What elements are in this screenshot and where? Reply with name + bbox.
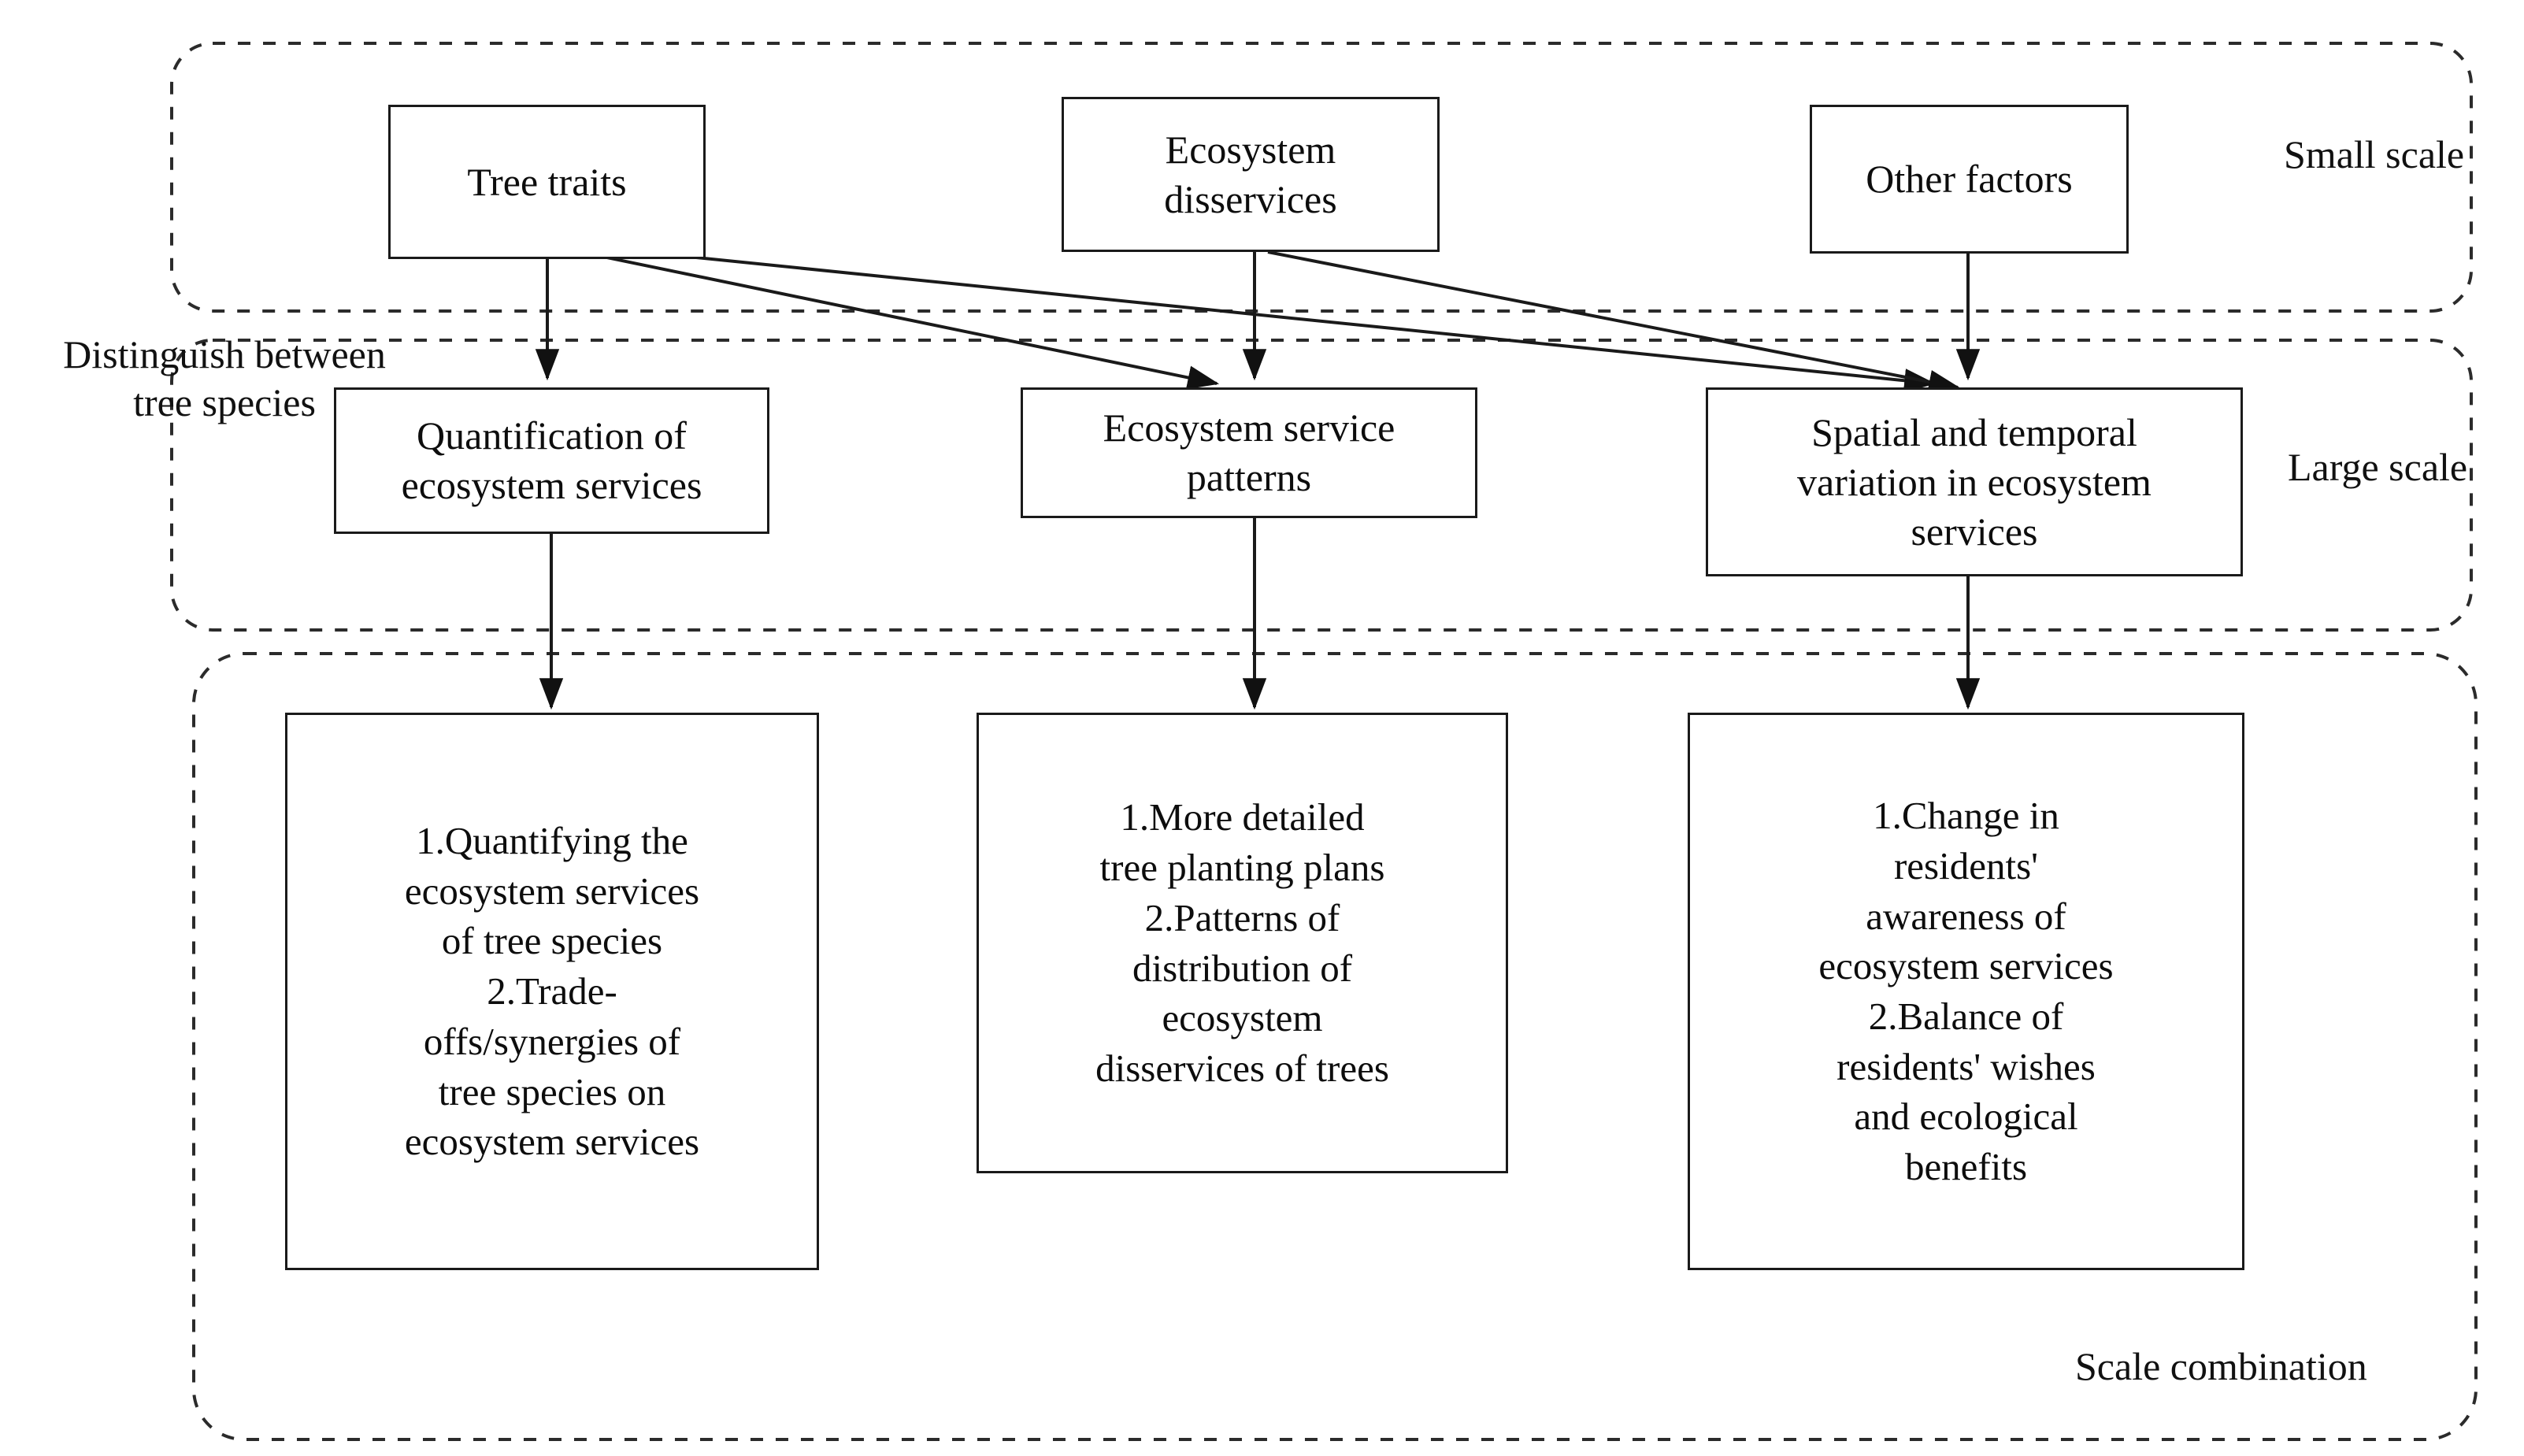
node-tree-traits[interactable]: Tree traits xyxy=(388,105,706,259)
container-scale-combination xyxy=(192,652,2478,1441)
container-label-scale-combination: Scale combination xyxy=(2075,1344,2367,1388)
node-spatial-temporal-variation[interactable]: Spatial and temporal variation in ecosys… xyxy=(1706,387,2243,576)
annotation-distinguish-between-tree-species: Distinguish between tree species xyxy=(63,332,386,424)
node-ecosystem-service-patterns[interactable]: Ecosystem service patterns xyxy=(1021,387,1477,518)
node-tree-traits-label: Tree traits xyxy=(467,159,627,204)
container-small-scale xyxy=(170,42,2473,313)
node-outcomes-planting-plans-label: 1.More detailed tree planting plans 2.Pa… xyxy=(1095,795,1389,1090)
node-ecosystem-disservices[interactable]: Ecosystem disservices xyxy=(1062,97,1440,252)
edge-tree-traits-to-patterns xyxy=(572,249,1220,390)
node-outcomes-planting-plans[interactable]: 1.More detailed tree planting plans 2.Pa… xyxy=(977,713,1508,1173)
container-label-small-scale: Small scale xyxy=(2284,132,2465,176)
node-quantification-of-ecosystem-services[interactable]: Quantification of ecosystem services xyxy=(334,387,769,534)
node-outcomes-residents-label: 1.Change in residents' awareness of ecos… xyxy=(1818,794,2114,1189)
edge-disservices-to-spatial-temporal xyxy=(1267,250,1961,394)
node-ecosystem-disservices-label: Ecosystem disservices xyxy=(1164,127,1337,221)
node-quantification-label: Quantification of ecosystem services xyxy=(401,413,702,507)
container-large-scale xyxy=(170,339,2473,632)
node-ecosystem-service-patterns-label: Ecosystem service patterns xyxy=(1103,406,1395,499)
node-outcomes-quantifying[interactable]: 1.Quantifying the ecosystem services of … xyxy=(285,713,819,1270)
container-label-large-scale: Large scale xyxy=(2288,445,2468,489)
node-outcomes-quantifying-label: 1.Quantifying the ecosystem services of … xyxy=(404,819,700,1164)
node-other-factors-label: Other factors xyxy=(1866,157,2073,201)
node-outcomes-residents[interactable]: 1.Change in residents' awareness of ecos… xyxy=(1688,713,2244,1270)
node-spatial-temporal-variation-label: Spatial and temporal variation in ecosys… xyxy=(1797,409,2152,554)
node-other-factors[interactable]: Other factors xyxy=(1810,105,2129,254)
